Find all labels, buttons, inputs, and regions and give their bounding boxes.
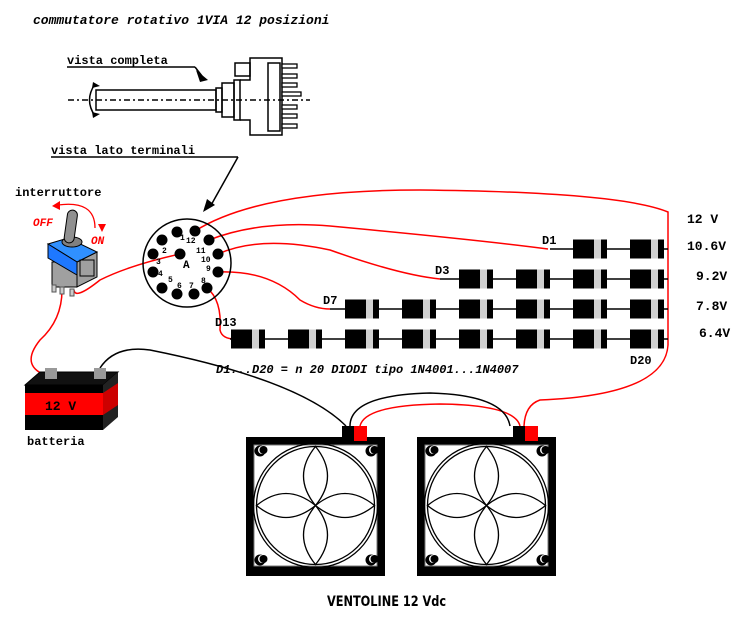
pin-label: 11 [196, 247, 206, 256]
pin-label: 3 [156, 258, 161, 267]
diode [573, 299, 607, 319]
arrow-icon [196, 70, 208, 82]
diode-label-d7: D7 [323, 294, 337, 308]
diode [516, 329, 550, 349]
pin-1 [171, 226, 183, 238]
diode [516, 269, 550, 289]
positive-wires [30, 189, 669, 427]
diode [402, 299, 436, 319]
fan-negative-connector [342, 426, 354, 441]
voltage-label: 9.2V [696, 269, 727, 284]
diode [231, 329, 265, 349]
pin-5 [156, 282, 168, 294]
pin-12 [189, 225, 201, 237]
pin-8 [201, 282, 213, 294]
title: commutatore rotativo 1VIA 12 posizioni [33, 13, 329, 28]
voltage-label: 7.8V [696, 299, 727, 314]
diode [402, 329, 436, 349]
diode [345, 299, 379, 319]
pin-label: 9 [206, 265, 211, 274]
pin-common [174, 248, 186, 260]
common-pin-label: A [183, 260, 190, 272]
pin-label: 4 [158, 270, 163, 279]
diodes-note: D1...D20 = n 20 DIODI tipo 1N4001...1N40… [216, 363, 519, 377]
switch-label: interruttore [15, 186, 101, 200]
pin-label: 8 [201, 277, 206, 286]
on-label: ON [91, 236, 105, 248]
pin-label: 1 [180, 234, 185, 243]
pin-label: 12 [186, 237, 196, 246]
diode [573, 329, 607, 349]
diode [630, 239, 664, 259]
off-label: OFF [33, 218, 53, 230]
battery: 12 V batteria [23, 368, 120, 449]
diode [345, 329, 379, 349]
diode [630, 269, 664, 289]
full-view-label: vista completa [67, 54, 168, 68]
diode [573, 239, 607, 259]
pin-label: 6 [177, 282, 182, 291]
arrow-icon [203, 199, 215, 212]
fans-label: VENTOLINE 12 Vdc [327, 594, 446, 610]
fan [417, 426, 556, 576]
pin-11 [203, 234, 215, 246]
diode [516, 299, 550, 319]
rotary-switch-terminal-view: 1 2 3 4 5 6 7 8 9 10 11 12 A [142, 218, 232, 308]
pin-3 [147, 248, 159, 260]
diode-chain [230, 239, 668, 349]
terminal-view-label: vista lato terminali [51, 144, 195, 158]
fans [246, 426, 556, 576]
pin-6 [171, 288, 183, 300]
voltage-label: 12 V [687, 212, 718, 227]
diode [459, 299, 493, 319]
battery-label: batteria [27, 435, 85, 449]
pin-7 [188, 288, 200, 300]
negative-wires [99, 348, 511, 427]
battery-negative-terminal [94, 368, 106, 379]
pin-label: 7 [189, 282, 194, 291]
voltage-label: 10.6V [687, 239, 726, 254]
fan-negative-connector [513, 426, 525, 441]
pin-4 [147, 266, 159, 278]
diode [630, 299, 664, 319]
voltage-label: 6.4V [699, 326, 730, 341]
pin-label: 10 [201, 256, 211, 265]
pin-9 [212, 266, 224, 278]
diode [630, 329, 664, 349]
pin-label: 2 [162, 247, 167, 256]
battery-positive-terminal [45, 368, 57, 379]
fan [246, 426, 385, 576]
diode-label-d1: D1 [542, 234, 556, 248]
battery-voltage-label: 12 V [45, 399, 76, 414]
pin-10 [212, 248, 224, 260]
diode-label-d13: D13 [215, 316, 237, 330]
diode [573, 269, 607, 289]
diode-label-d3: D3 [435, 264, 449, 278]
diode-label-d20: D20 [630, 354, 652, 368]
fan-positive-connector [354, 426, 367, 441]
toggle-switch: interruttore OFF ON [15, 186, 106, 297]
pin-2 [156, 234, 168, 246]
pin-label: 5 [168, 276, 173, 285]
rotary-switch-side-view: vista completa [67, 54, 310, 136]
diode [288, 329, 322, 349]
diode [459, 329, 493, 349]
fan-positive-connector [525, 426, 538, 441]
diode [459, 269, 493, 289]
